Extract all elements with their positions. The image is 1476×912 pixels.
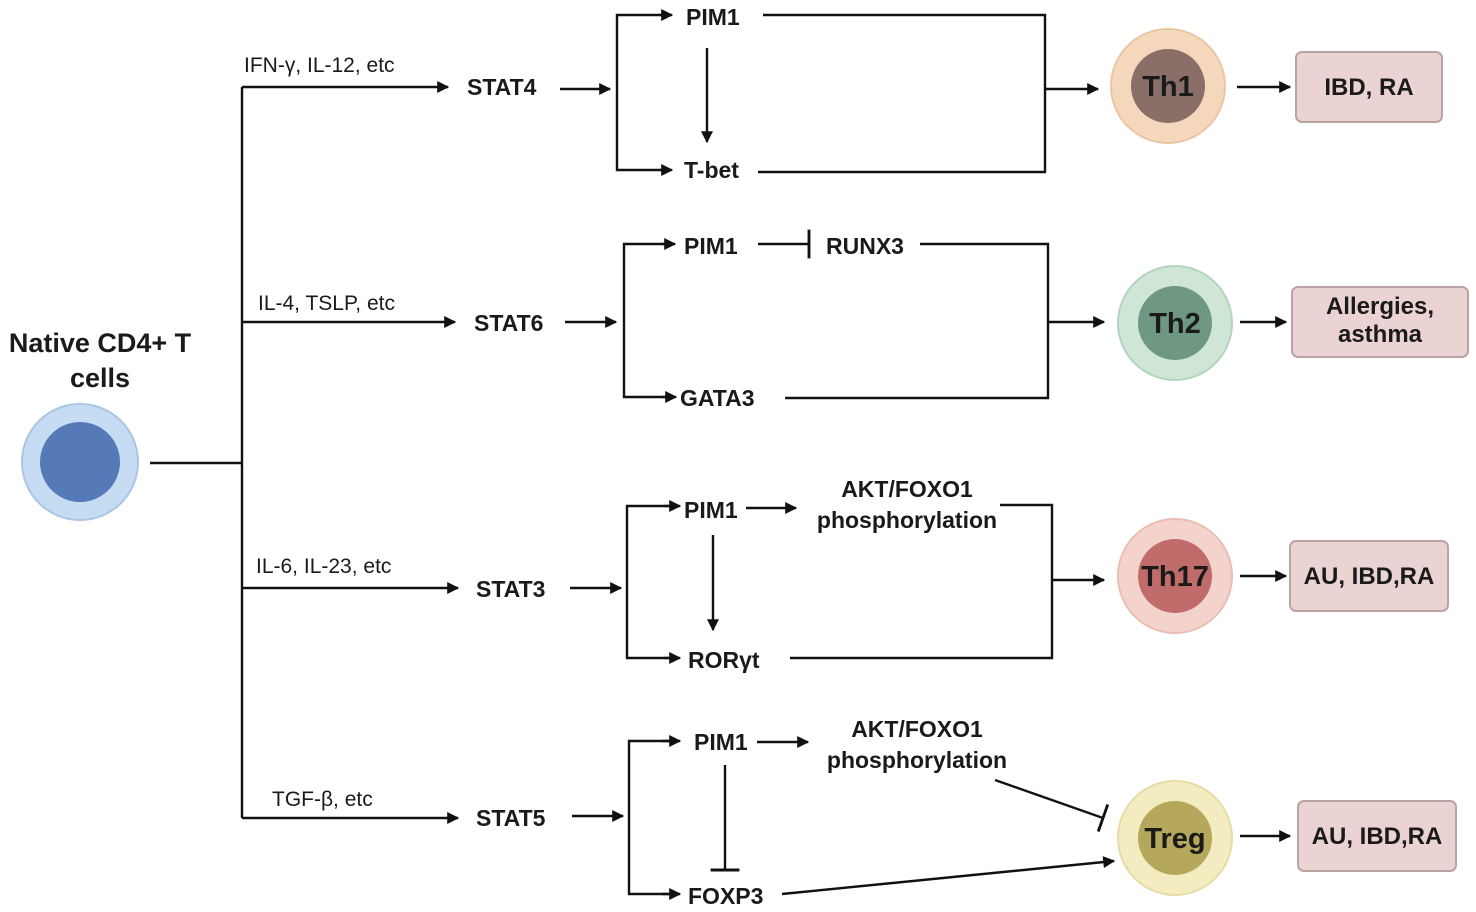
th17-cell-nucleus — [1138, 539, 1212, 613]
th2-disease-line1: Allergies, — [1326, 293, 1434, 320]
th2-cell-label: Th2 — [1149, 308, 1201, 340]
th2-merge-bracket — [785, 242, 1050, 400]
pathway-th2: IL-4, TSLP, etc STAT6 PIM1 RUNX3 GATA3 T… — [242, 229, 1469, 411]
treg-akt-inhibits-treg — [994, 778, 1110, 833]
th2-stat: STAT6 — [474, 310, 543, 336]
pathway-treg: TGF-β, etc STAT5 PIM1 AKT/FOXO1 phosphor… — [242, 716, 1457, 909]
native-cell-label-line2: cells — [70, 363, 130, 393]
th2-inhibited-factor: RUNX3 — [826, 233, 904, 259]
th1-split-bracket — [615, 13, 670, 172]
th1-upper-factor: PIM1 — [686, 4, 740, 30]
treg-cytokines: TGF-β, etc — [272, 788, 373, 811]
treg-cell-nucleus — [1138, 801, 1212, 875]
th1-lower-factor: T-bet — [684, 157, 739, 183]
treg-disease: AU, IBD,RA — [1312, 823, 1443, 850]
treg-target-line1: AKT/FOXO1 — [851, 716, 983, 742]
treg-cell-label: Treg — [1144, 823, 1205, 855]
th17-split-bracket — [625, 504, 672, 660]
th1-disease-box — [1295, 51, 1443, 123]
th2-disease-box — [1291, 286, 1469, 358]
th1-disease: IBD, RA — [1324, 74, 1413, 101]
th17-merge-bracket — [790, 503, 1054, 660]
th2-cell-nucleus — [1138, 286, 1212, 360]
th1-cytokines: IFN-γ, IL-12, etc — [244, 54, 395, 77]
th17-cell-label: Th17 — [1141, 561, 1209, 593]
treg-split-bracket — [627, 739, 672, 896]
th17-lower-factor: RORγt — [688, 647, 760, 673]
th17-target-line1: AKT/FOXO1 — [841, 476, 973, 502]
treg-foxp3-to-treg-arrow — [781, 856, 1116, 896]
pathway-th17: IL-6, IL-23, etc STAT3 PIM1 AKT/FOXO1 ph… — [242, 476, 1449, 673]
th17-stat: STAT3 — [476, 576, 545, 602]
th2-upper-factor: PIM1 — [684, 233, 738, 259]
th1-cell-nucleus — [1131, 49, 1205, 123]
th1-merge-bracket — [758, 13, 1047, 174]
treg-lower-factor: FOXP3 — [688, 883, 763, 909]
native-cd4-t-cell — [21, 403, 139, 521]
th2-disease-line2: asthma — [1338, 321, 1423, 348]
th17-target-line2: phosphorylation — [817, 507, 997, 533]
native-cell-nucleus — [40, 422, 120, 502]
treg-disease-box — [1297, 800, 1457, 872]
th17-cytokines: IL-6, IL-23, etc — [256, 555, 391, 578]
th1-cell-label: Th1 — [1142, 71, 1194, 103]
th2-cytokines: IL-4, TSLP, etc — [258, 292, 395, 315]
treg-stat: STAT5 — [476, 805, 546, 831]
th17-disease: AU, IBD,RA — [1304, 563, 1435, 590]
th17-disease-box — [1289, 540, 1449, 612]
th2-lower-factor: GATA3 — [680, 385, 755, 411]
pathway-th1: IFN-γ, IL-12, etc STAT4 PIM1 T-bet Th1 I… — [242, 4, 1443, 183]
treg-upper-factor: PIM1 — [694, 729, 748, 755]
th1-stat: STAT4 — [467, 74, 537, 100]
native-cell-label-line1: Native CD4+ T — [9, 328, 192, 358]
th17-upper-factor: PIM1 — [684, 497, 738, 523]
treg-target-line2: phosphorylation — [827, 747, 1007, 773]
th2-split-bracket — [622, 242, 670, 399]
